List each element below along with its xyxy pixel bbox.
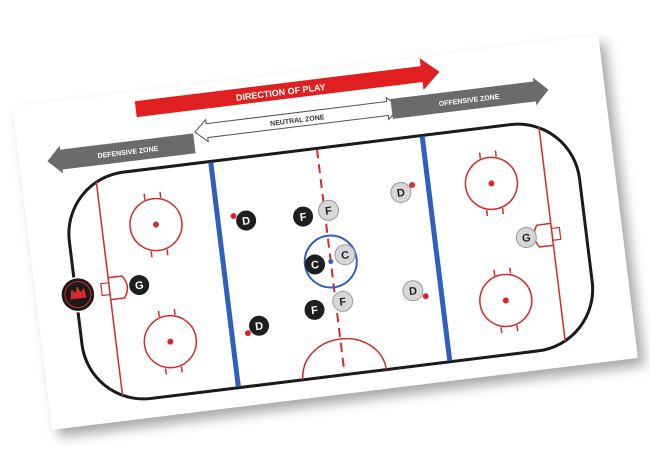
marker-dot (230, 213, 237, 220)
dark-team-players: D D F F C G (129, 206, 326, 336)
player-dark-f-bottom: F (304, 299, 325, 320)
svg-text:F: F (311, 304, 319, 317)
right-bottom-faceoff-circle (479, 267, 533, 334)
svg-text:F: F (299, 211, 307, 224)
team-logo (60, 276, 96, 313)
left-bottom-faceoff-circle (143, 308, 198, 375)
referee-crease (301, 337, 388, 380)
marker-dot (244, 330, 251, 337)
svg-text:D: D (408, 285, 417, 298)
svg-text:D: D (396, 187, 405, 200)
left-goal-crease (107, 275, 129, 301)
hockey-rink (67, 122, 595, 401)
svg-text:D: D (254, 320, 263, 333)
right-top-faceoff-circle (464, 150, 519, 217)
svg-text:G: G (521, 232, 531, 245)
neutral-zone-arrow: NEUTRAL ZONE (194, 96, 401, 143)
marker-dot (422, 293, 429, 300)
svg-text:C: C (310, 259, 319, 272)
svg-text:G: G (134, 280, 144, 293)
defensive-zone-arrow: DEFENSIVE ZONE (47, 133, 196, 174)
svg-text:F: F (325, 205, 333, 218)
player-dark-d-top: D (236, 210, 257, 231)
svg-text:F: F (339, 296, 347, 309)
player-dark-f-top: F (293, 206, 314, 227)
player-dark-d-bottom: D (249, 315, 270, 336)
player-dark-g: G (129, 275, 150, 296)
left-top-faceoff-circle (129, 191, 183, 258)
player-light-f-bottom: F (332, 290, 354, 312)
player-light-f-top: F (318, 199, 340, 221)
left-blue-line (208, 162, 241, 388)
player-light-c: C (334, 244, 356, 266)
offensive-zone-arrow: OFFENSIVE ZONE (390, 77, 549, 119)
wolf-icon (70, 285, 87, 300)
player-light-g: G (515, 227, 537, 249)
center-circle (303, 234, 358, 289)
center-dot (328, 259, 334, 265)
paper-sheet: DIRECTION OF PLAY DEFENSIVE ZONE NEUTRAL… (12, 35, 638, 430)
light-team-players: F F C D D G (318, 181, 537, 312)
player-light-d-top: D (390, 181, 412, 203)
right-goal-net (550, 226, 562, 241)
left-goal-net (100, 282, 111, 297)
player-dark-c: C (305, 254, 326, 275)
right-blue-line (419, 136, 453, 362)
svg-text:C: C (340, 249, 349, 262)
player-light-d-bottom: D (402, 280, 424, 302)
marker-dot (409, 182, 416, 189)
svg-text:D: D (242, 215, 251, 228)
